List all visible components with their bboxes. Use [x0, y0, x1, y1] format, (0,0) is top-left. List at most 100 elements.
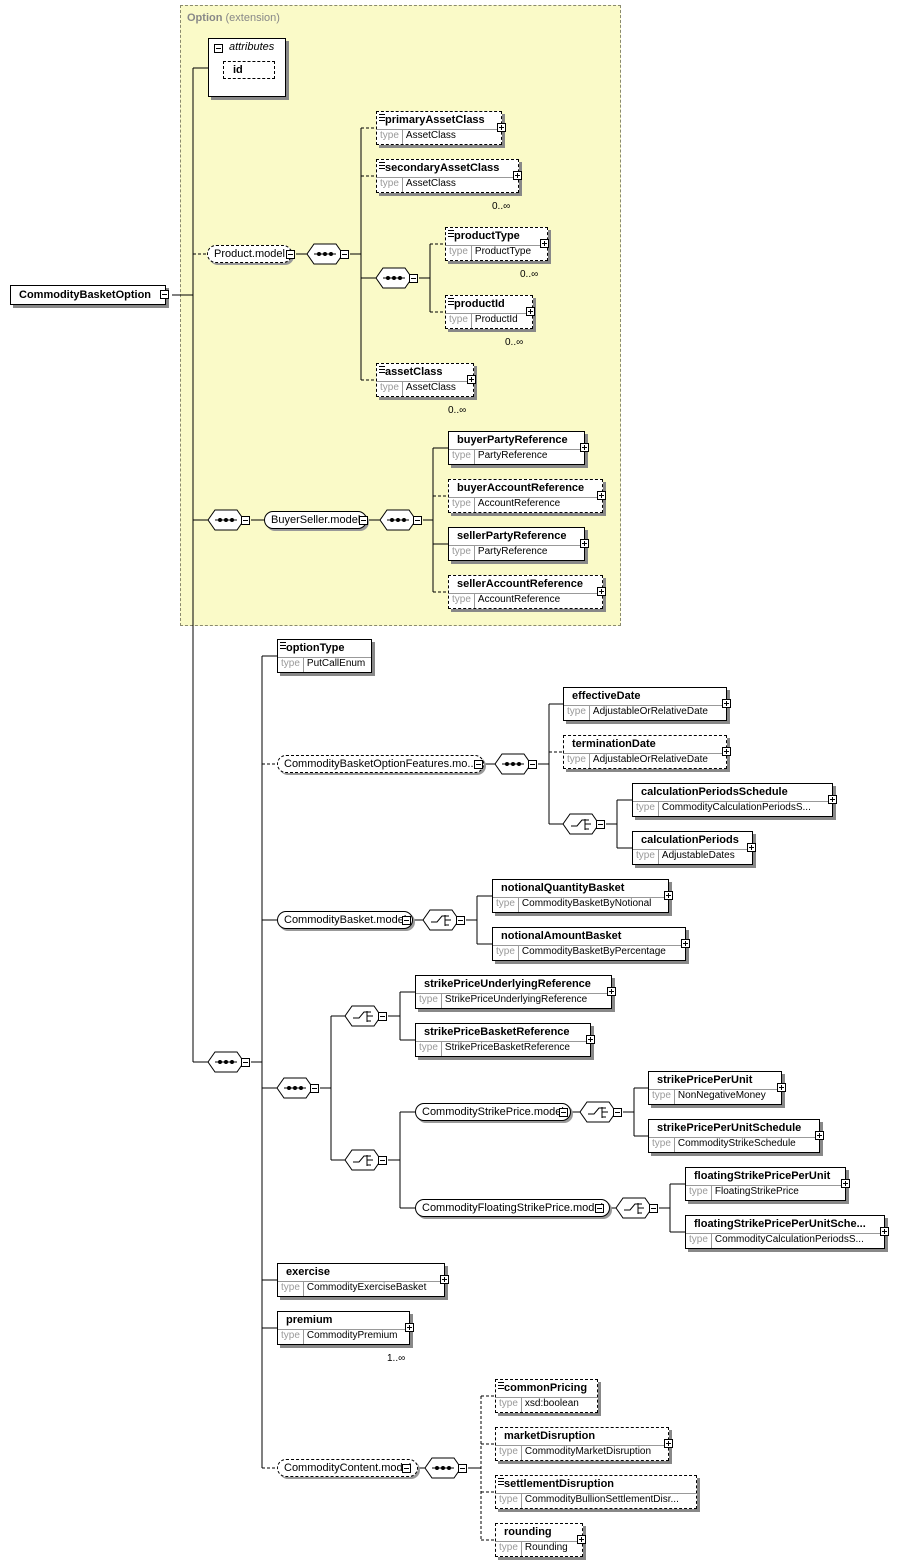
collapse-icon[interactable] — [310, 1084, 319, 1093]
group-product-model[interactable]: Product.model — [207, 245, 292, 263]
element-type: AdjustableOrRelativeDate — [592, 754, 708, 765]
group-basket-model[interactable]: CommodityBasket.model — [277, 911, 414, 929]
expand-icon[interactable] — [513, 171, 522, 180]
expand-icon[interactable] — [722, 699, 731, 708]
expand-icon[interactable] — [681, 939, 690, 948]
simple-type-icon — [379, 114, 385, 121]
element-type: StrikePriceUnderlyingReference — [444, 994, 588, 1005]
collapse-icon[interactable] — [378, 1012, 387, 1021]
expand-icon[interactable] — [497, 123, 506, 132]
expand-icon[interactable] — [664, 1439, 673, 1448]
group-buyerseller-model[interactable]: BuyerSeller.model — [264, 511, 368, 529]
element-name: floatingStrikePricePerUnit — [694, 1170, 831, 1182]
extension-label: Option (extension) — [187, 12, 280, 24]
attribute-id[interactable]: id — [223, 61, 275, 79]
expand-icon[interactable] — [597, 587, 606, 596]
element-type: PartyReference — [477, 450, 548, 461]
group-strike-model[interactable]: CommodityStrikePrice.model — [415, 1103, 571, 1121]
expand-icon[interactable] — [580, 443, 589, 452]
expand-icon[interactable] — [880, 1227, 889, 1236]
simple-type-icon — [379, 366, 385, 373]
collapse-icon[interactable] — [402, 1464, 411, 1473]
expand-icon[interactable] — [577, 1535, 586, 1544]
expand-icon[interactable] — [607, 987, 616, 996]
collapse-icon[interactable] — [649, 1204, 658, 1213]
type-key: type — [377, 130, 403, 144]
collapse-icon[interactable] — [559, 1108, 568, 1117]
collapse-icon[interactable] — [340, 250, 349, 259]
expand-icon[interactable] — [841, 1179, 850, 1188]
expand-icon[interactable] — [777, 1083, 786, 1092]
element-name: sellerAccountReference — [457, 578, 583, 590]
expand-icon[interactable] — [526, 307, 535, 316]
group-content-model[interactable]: CommodityContent.model — [277, 1459, 419, 1477]
group-floating-model[interactable]: CommodityFloatingStrikePrice.model — [415, 1199, 610, 1217]
expand-icon[interactable] — [405, 1323, 414, 1332]
expand-icon[interactable] — [597, 491, 606, 500]
collapse-icon[interactable] — [456, 916, 465, 925]
collapse-icon[interactable] — [595, 1204, 604, 1213]
element-name: optionType — [286, 642, 345, 654]
collapse-icon[interactable] — [413, 516, 422, 525]
collapse-icon[interactable] — [596, 820, 605, 829]
collapse-icon[interactable] — [241, 1058, 250, 1067]
expand-icon[interactable] — [828, 795, 837, 804]
collapse-icon[interactable] — [359, 516, 368, 525]
collapse-icon[interactable] — [458, 1464, 467, 1473]
collapse-icon[interactable] — [214, 44, 223, 53]
expand-icon[interactable] — [722, 747, 731, 756]
type-key: type — [496, 1542, 522, 1556]
group-features-model[interactable]: CommodityBasketOptionFeatures.mo... — [277, 755, 484, 773]
collapse-icon[interactable] — [241, 516, 250, 525]
collapse-icon[interactable] — [528, 760, 537, 769]
collapse-icon[interactable] — [378, 1156, 387, 1165]
collapse-icon[interactable] — [613, 1108, 622, 1117]
element-name: strikePricePerUnitSchedule — [657, 1122, 802, 1134]
collapse-icon[interactable] — [286, 250, 295, 259]
root-element[interactable]: CommodityBasketOption — [10, 285, 166, 305]
collapse-icon[interactable] — [160, 290, 169, 299]
collapse-icon[interactable] — [474, 760, 483, 769]
expand-icon[interactable] — [440, 1275, 449, 1284]
expand-icon[interactable] — [540, 239, 549, 248]
expand-icon[interactable] — [815, 1131, 824, 1140]
expand-icon[interactable] — [580, 539, 589, 548]
collapse-icon[interactable] — [409, 274, 418, 283]
element-type: AssetClass — [405, 130, 456, 141]
expand-icon[interactable] — [664, 891, 673, 900]
element-type: AssetClass — [405, 382, 456, 393]
expand-icon[interactable] — [467, 375, 476, 384]
expand-icon[interactable] — [747, 843, 756, 852]
expand-icon[interactable] — [586, 1035, 595, 1044]
collapse-icon[interactable] — [402, 916, 411, 925]
simple-type-icon — [448, 298, 454, 305]
